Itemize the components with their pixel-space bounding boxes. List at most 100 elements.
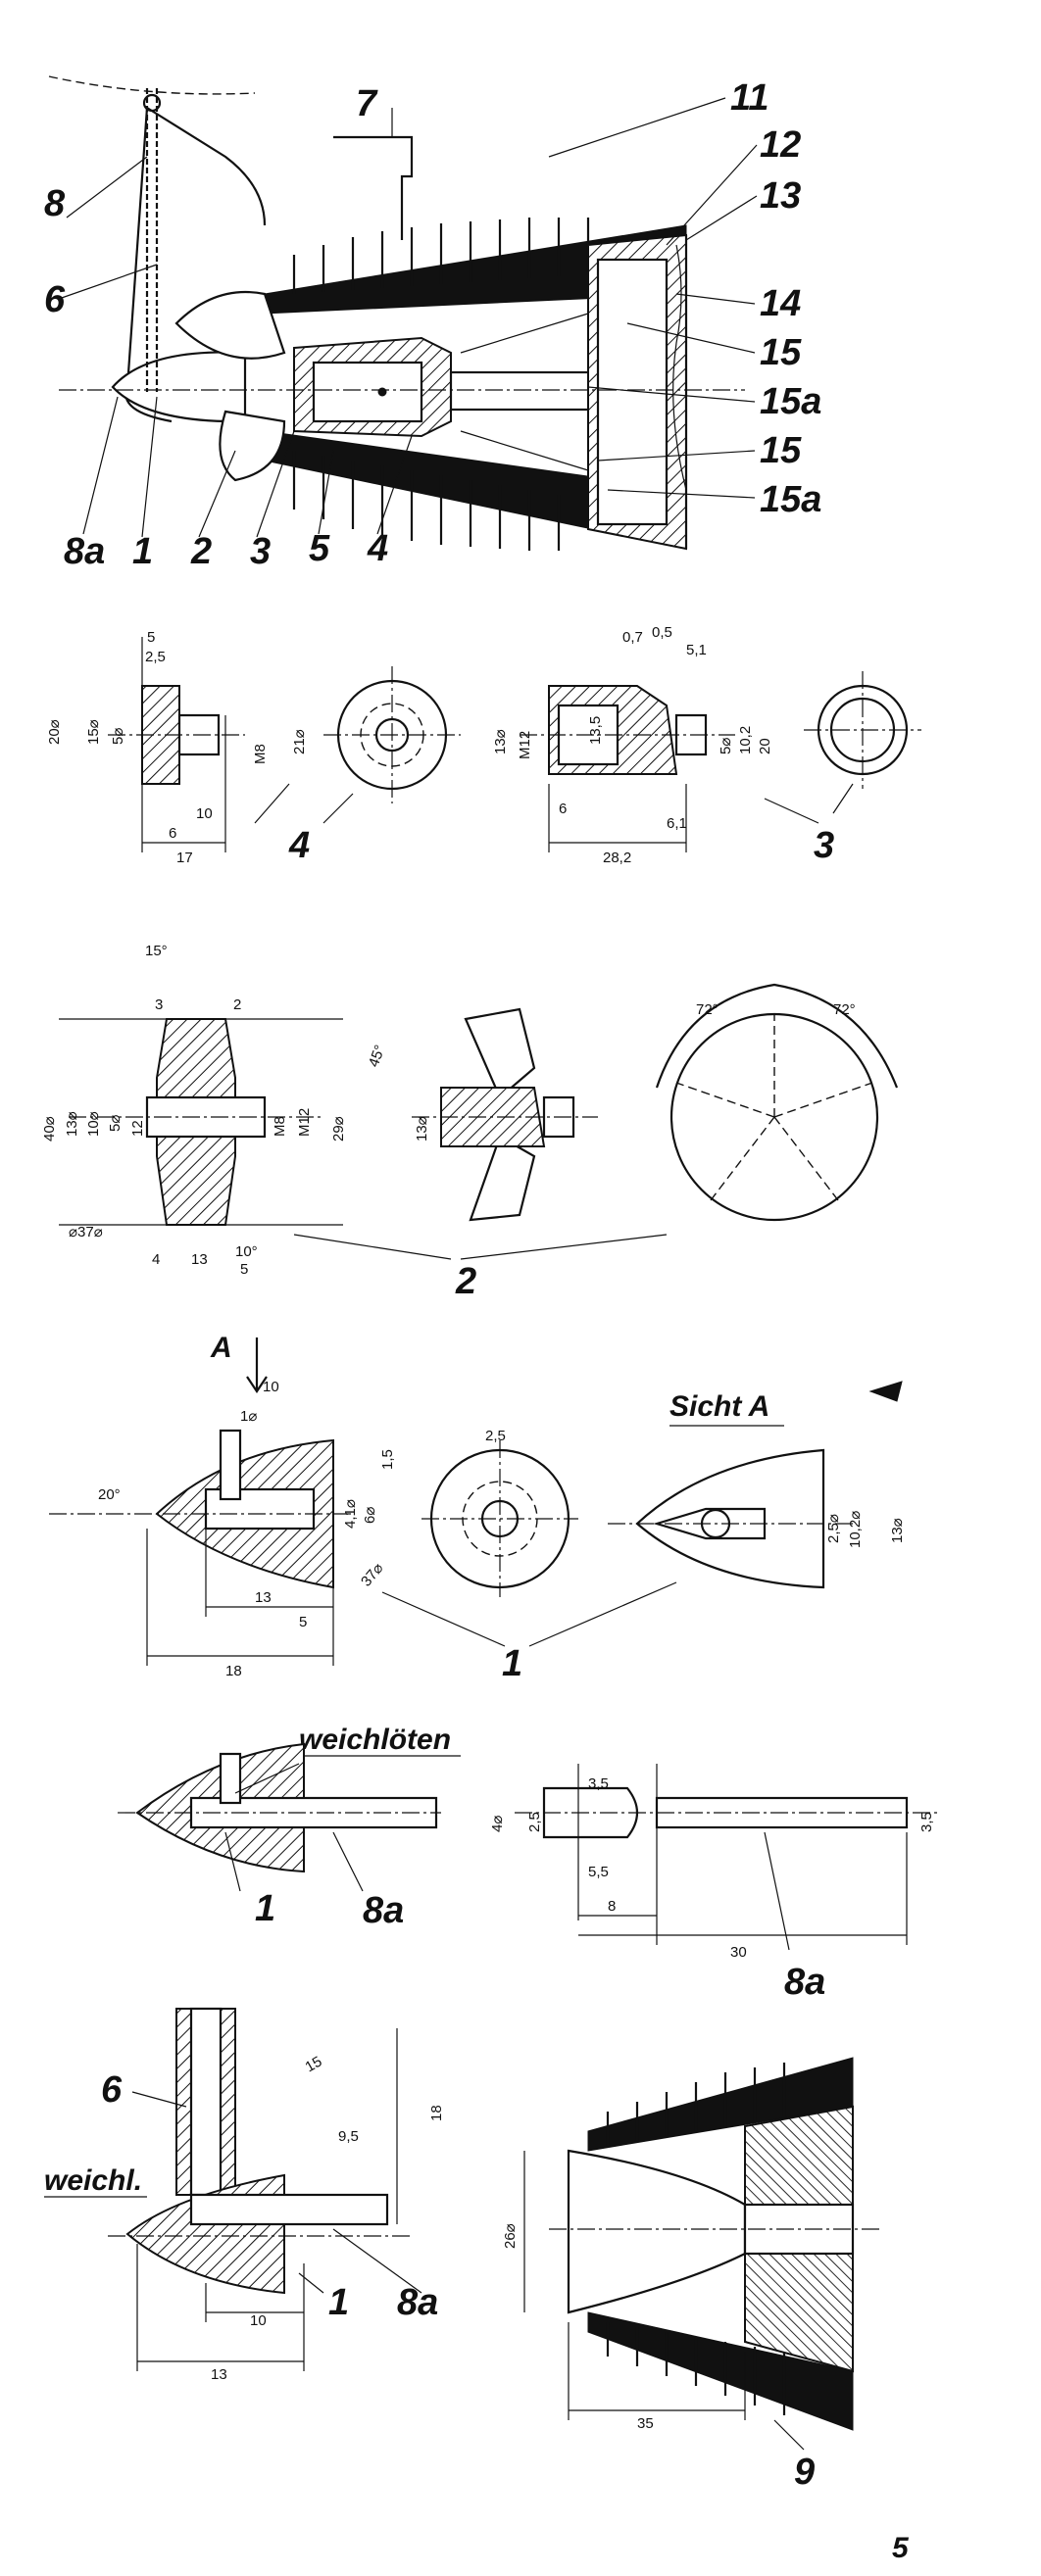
solder-view: weichlöten 1 8a: [118, 1724, 461, 1931]
assembly-drawing: 7 11 8 12 13 6 14 15 15a 15 15a 8a 1 2 3…: [44, 75, 821, 572]
part-1-views: A 10 1⌀ 20° 4,1⌀ 6⌀ 37⌀ 5 13 18 1,5 2,5 …: [49, 1332, 906, 1684]
label-1: 1: [132, 531, 153, 572]
label-part-3: 3: [814, 825, 834, 866]
dim-m12-b: M12: [296, 1108, 313, 1137]
label-part-9: 9: [794, 2452, 815, 2493]
label-part-4: 4: [288, 825, 310, 866]
dim-0-7: 0,7: [622, 629, 643, 646]
dim-2-b: 2: [233, 996, 241, 1013]
weichl-note: weichl.: [44, 2164, 142, 2197]
dim-10: 10: [196, 805, 213, 822]
dim-6d: 6⌀: [362, 1507, 378, 1524]
dim-15-b: 15: [303, 2053, 325, 2075]
label-15: 15: [760, 430, 802, 471]
dim-18: 18: [225, 1663, 242, 1679]
dim-72deg-b: 72°: [833, 1001, 856, 1018]
dim-29d: 29⌀: [330, 1116, 347, 1142]
dim-13-d: 13: [211, 2366, 227, 2383]
dim-40d: 40⌀: [41, 1116, 58, 1142]
label-14: 15a: [760, 381, 821, 422]
dim-4: 4: [152, 1251, 160, 1268]
label-8: 8: [44, 183, 66, 224]
dim-3: 3: [155, 996, 163, 1013]
dim-20: 20: [757, 738, 773, 754]
label-2: 2: [190, 531, 212, 572]
label-part-2: 2: [455, 1261, 476, 1302]
label-11: 13: [760, 175, 801, 217]
label-13: 15: [760, 332, 802, 373]
label-15a: 15a: [760, 479, 821, 520]
dim-m12: M12: [517, 731, 533, 759]
dim-5d-c: 5⌀: [107, 1115, 124, 1132]
dim-5-c: 5: [240, 1261, 248, 1278]
solder-label-8a: 8a: [363, 1890, 404, 1931]
dim-13d-d: 13⌀: [889, 1518, 906, 1543]
dim-3-5: 3,5: [588, 1775, 609, 1792]
part-4-views: 17 5 2,5 20⌀ 15⌀ 5⌀ M8 10 6 21⌀ 4: [46, 629, 461, 866]
dim-2-5-b: 2,5: [485, 1428, 506, 1444]
dim-2-5d: 2,5⌀: [825, 1514, 842, 1543]
dim-12: 12: [129, 1120, 146, 1137]
dim-28-2: 28,2: [603, 850, 631, 866]
dim-6-b: 6: [559, 801, 567, 817]
dim-15deg: 15°: [145, 943, 168, 959]
dim-m8: M8: [252, 744, 269, 764]
dim-26d: 26⌀: [502, 2223, 519, 2249]
dim-18-b: 18: [428, 2105, 445, 2121]
label-12: 14: [760, 283, 801, 324]
sicht-a-label: Sicht A: [669, 1390, 769, 1423]
page-number: 5: [892, 2532, 910, 2564]
label-9: 11: [730, 77, 768, 119]
dim-37d: ⌀37⌀: [69, 1224, 103, 1240]
label-part-8a: 8a: [784, 1962, 825, 2003]
dim-15d: 15⌀: [85, 719, 102, 745]
dim-17: 17: [176, 850, 193, 866]
asm-label-6: 6: [101, 2069, 123, 2111]
dim-20deg: 20°: [98, 1486, 121, 1503]
solder-label-1: 1: [255, 1888, 275, 1929]
dim-10-2d: 10,2⌀: [847, 1511, 864, 1548]
dim-5: 5: [147, 629, 155, 646]
dim-30: 30: [730, 1944, 747, 1961]
label-part-1: 1: [502, 1643, 522, 1684]
dim-6: 6: [169, 825, 176, 842]
dim-45deg: 45°: [366, 1043, 389, 1069]
dim-72deg-a: 72°: [696, 1001, 719, 1018]
dim-1d: 1⌀: [240, 1408, 257, 1425]
dim-35: 35: [637, 2415, 654, 2432]
label-7: 7: [356, 83, 378, 124]
view-arrow-a: A: [210, 1332, 232, 1364]
dim-0-5: 0,5: [652, 624, 672, 641]
dim-3-5-b: 3,5: [918, 1812, 935, 1832]
dim-13-b: 13: [191, 1251, 208, 1268]
asm-label-8a: 8a: [397, 2282, 438, 2323]
dim-2-5-c: 2,5: [526, 1812, 543, 1832]
part-2-views: 15° 3 2 40⌀ 13⌀ 10⌀ 5⌀ 12 M8 M12 29⌀ ⌀37…: [41, 943, 899, 1302]
dim-1-5: 1,5: [379, 1449, 396, 1470]
dim-10deg: 10°: [235, 1243, 258, 1260]
dim-8: 8: [608, 1898, 616, 1915]
part-3-views: 28,2 0,7 0,5 5,1 13⌀ M12 13,5 5⌀ 10,2 20…: [492, 624, 921, 866]
dim-5-1: 5,1: [686, 642, 707, 658]
dim-5-d: 5: [299, 1614, 307, 1630]
part-9-view: 26⌀ 35 9: [502, 2057, 882, 2493]
dim-21d: 21⌀: [291, 729, 308, 754]
dim-37d-b: 37⌀: [358, 1560, 387, 1590]
dim-13d: 13⌀: [492, 729, 509, 754]
dim-13d-b: 13⌀: [64, 1111, 80, 1137]
label-6: 6: [44, 279, 66, 320]
label-8a: 8a: [64, 531, 105, 572]
dim-10-b: 10: [263, 1379, 279, 1395]
label-5: 5: [309, 528, 330, 569]
dim-6-1: 6,1: [667, 815, 687, 832]
dim-4d: 4⌀: [489, 1816, 506, 1832]
label-10: 12: [760, 124, 801, 166]
dim-13d-c: 13⌀: [414, 1116, 430, 1142]
solder-note: weichlöten: [299, 1724, 451, 1756]
label-3: 3: [250, 531, 271, 572]
dim-13-5: 13,5: [587, 716, 604, 745]
dim-10d: 10⌀: [85, 1111, 102, 1137]
dim-10-c: 10: [250, 2312, 267, 2329]
label-4: 4: [367, 528, 388, 569]
